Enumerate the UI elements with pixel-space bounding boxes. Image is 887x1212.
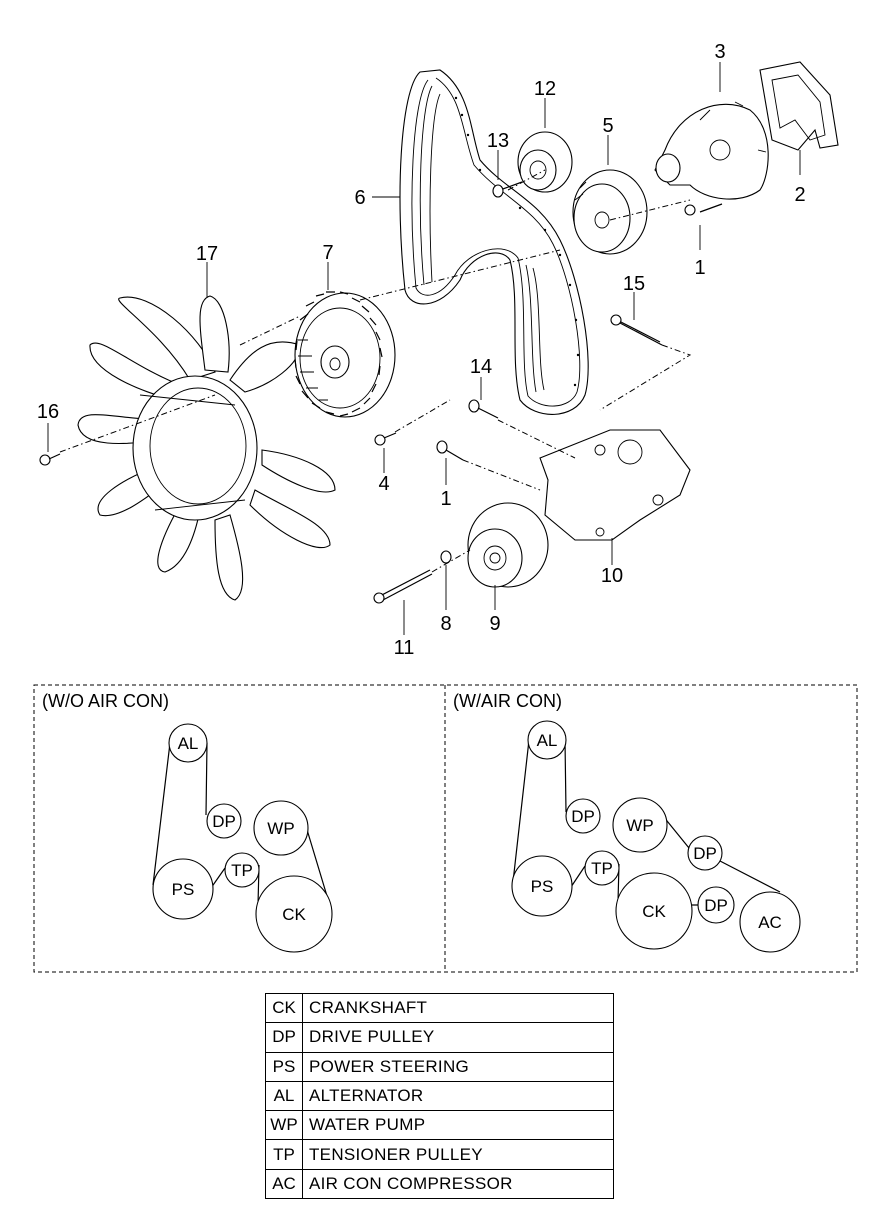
routing-pulley-ck [615, 872, 693, 950]
callout-6: 6 [354, 187, 365, 209]
idler-pulley [492, 131, 573, 198]
callout-leaders [47, 62, 801, 635]
legend-abbr: PS [265, 1051, 303, 1082]
svg-text:TP: TP [591, 859, 613, 878]
callout-1-lower: 1 [440, 488, 451, 510]
routing-pulley-dp-lower [697, 886, 735, 924]
routing-pulley-dp [206, 803, 242, 839]
routing-pulley-ps [511, 855, 573, 917]
svg-text:DP: DP [571, 807, 595, 826]
tensioner-pulley [467, 502, 549, 588]
callout-13: 13 [487, 130, 509, 152]
water-pump-gasket [759, 61, 839, 151]
svg-text:AL: AL [178, 734, 199, 753]
callout-numbers: 3 12 5 13 2 6 17 7 1 15 14 16 4 1 10 8 9… [37, 41, 806, 659]
callout-12: 12 [534, 78, 556, 100]
legend-abbr: AC [265, 1168, 303, 1200]
legend-name: TENSIONER PULLEY [302, 1139, 614, 1170]
svg-text:AL: AL [537, 731, 558, 750]
callout-16: 16 [37, 401, 59, 423]
bolt-4 [374, 432, 397, 446]
callout-17: 17 [196, 243, 218, 265]
callout-3: 3 [714, 41, 725, 63]
legend-abbr: AL [265, 1080, 303, 1112]
callout-2: 2 [794, 184, 805, 206]
exploded-view: 3 12 5 13 2 6 17 7 1 15 14 16 4 1 10 8 9… [37, 41, 839, 659]
legend-abbr: TP [265, 1139, 303, 1170]
routing-pulley-tp [224, 852, 260, 888]
routing-pulley-tp [584, 850, 620, 886]
legend-name: CRANKSHAFT [302, 992, 614, 1024]
svg-text:CK: CK [642, 902, 666, 921]
svg-text:DP: DP [693, 844, 717, 863]
legend-abbr: CK [265, 992, 303, 1024]
svg-text:WP: WP [626, 816, 653, 835]
bolt-1-lower [436, 440, 464, 461]
water-pump [654, 101, 769, 216]
routing-pulley-dp [565, 798, 601, 834]
callout-8: 8 [440, 613, 451, 635]
callout-7: 7 [322, 242, 333, 264]
routing-pulley-al [527, 720, 567, 760]
callout-14: 14 [470, 356, 492, 378]
routing-pulley-ps [152, 858, 214, 920]
routing-pulley-wp [612, 797, 668, 853]
bolt-16 [39, 453, 61, 466]
routing-pulley-al [168, 723, 208, 763]
legend-name: ALTERNATOR [302, 1080, 614, 1112]
long-bolt-11 [373, 569, 433, 604]
callout-10: 10 [601, 565, 623, 587]
legend-name: POWER STEERING [302, 1051, 614, 1082]
callout-15: 15 [623, 273, 645, 295]
svg-text:TP: TP [231, 861, 253, 880]
panel-with-air-con: (W/AIR CON) AL DP WP DP PS TP CK DP AC [453, 691, 801, 953]
legend-name: WATER PUMP [302, 1110, 614, 1141]
fan-clutch [294, 291, 396, 418]
svg-text:PS: PS [531, 877, 554, 896]
routing-pulley-wp [253, 800, 309, 856]
panel-title-left: (W/O AIR CON) [42, 691, 169, 711]
legend-abbr: DP [265, 1022, 303, 1053]
tensioner-bracket [539, 429, 691, 541]
callout-1: 1 [694, 257, 705, 279]
svg-text:DP: DP [212, 812, 236, 831]
panel-without-air-con: (W/O AIR CON) AL DP WP PS TP CK [42, 691, 333, 953]
callout-5: 5 [602, 115, 613, 137]
svg-text:AC: AC [758, 913, 782, 932]
long-bolt-15 [610, 314, 663, 346]
panel-title-right: (W/AIR CON) [453, 691, 562, 711]
bolt-14 [468, 399, 499, 419]
legend-name: DRIVE PULLEY [302, 1022, 614, 1053]
svg-text:CK: CK [282, 905, 306, 924]
belt-routing-panels: (W/O AIR CON) AL DP WP PS TP CK (W/AIR C… [33, 684, 858, 973]
water-pump-pulley [572, 169, 648, 255]
legend-abbr: WP [265, 1110, 303, 1141]
callout-4: 4 [378, 473, 389, 495]
routing-pulley-ck [255, 875, 333, 953]
routing-pulley-ac [739, 891, 801, 953]
legend-name: AIR CON COMPRESSOR [302, 1168, 614, 1200]
routing-pulley-dp-ac [687, 835, 723, 871]
cooling-fan [77, 295, 336, 601]
svg-text:PS: PS [172, 880, 195, 899]
svg-text:WP: WP [267, 819, 294, 838]
washer-8 [440, 550, 452, 564]
callout-9: 9 [489, 613, 500, 635]
svg-text:DP: DP [704, 896, 728, 915]
callout-11: 11 [394, 637, 415, 659]
v-ribbed-belt [399, 69, 589, 415]
